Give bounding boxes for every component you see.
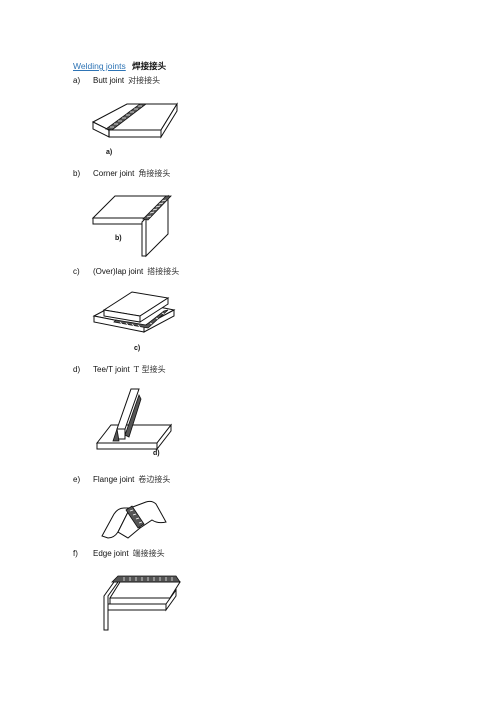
list-marker: c) xyxy=(73,267,80,276)
butt-joint-illustration: a) xyxy=(90,92,185,162)
heading-english[interactable]: Welding joints xyxy=(73,61,126,71)
figure-label: c) xyxy=(134,345,140,352)
list-marker: b) xyxy=(73,169,81,178)
joint-name-english: Corner joint xyxy=(93,169,135,178)
joint-name-chinese: 端接接头 xyxy=(132,549,165,558)
flange-joint-illustration xyxy=(100,494,170,544)
lap-joint-illustration: c) xyxy=(90,286,180,356)
joint-name-english: Butt joint xyxy=(93,76,125,85)
joint-name-chinese: 对接接头 xyxy=(128,76,161,85)
figure-label: d) xyxy=(153,450,160,457)
joint-name-english: (Over)lap joint xyxy=(93,267,144,276)
list-marker: f) xyxy=(73,549,78,558)
list-marker: d) xyxy=(73,365,81,374)
joint-name-english: Flange joint xyxy=(93,475,135,484)
figure-label: b) xyxy=(115,235,122,242)
list-marker: e) xyxy=(73,475,81,484)
joint-name-chinese: 卷边接头 xyxy=(138,475,171,484)
joint-name-english: Tee/T joint xyxy=(93,365,130,374)
heading-chinese: 焊接接头 xyxy=(132,62,167,72)
tee-joint-illustration: d) xyxy=(95,385,180,460)
edge-joint-illustration xyxy=(96,574,186,634)
joint-name-chinese: T 型接头 xyxy=(133,365,166,374)
joint-name-chinese: 搭接接头 xyxy=(147,267,180,276)
list-marker: a) xyxy=(73,76,81,85)
joint-name-chinese: 角接接头 xyxy=(138,169,171,178)
joint-name-english: Edge joint xyxy=(93,549,129,558)
figure-label: a) xyxy=(106,149,112,156)
section-heading: Welding joints 焊接接头 xyxy=(73,60,166,72)
corner-joint-illustration: b) xyxy=(90,192,175,262)
